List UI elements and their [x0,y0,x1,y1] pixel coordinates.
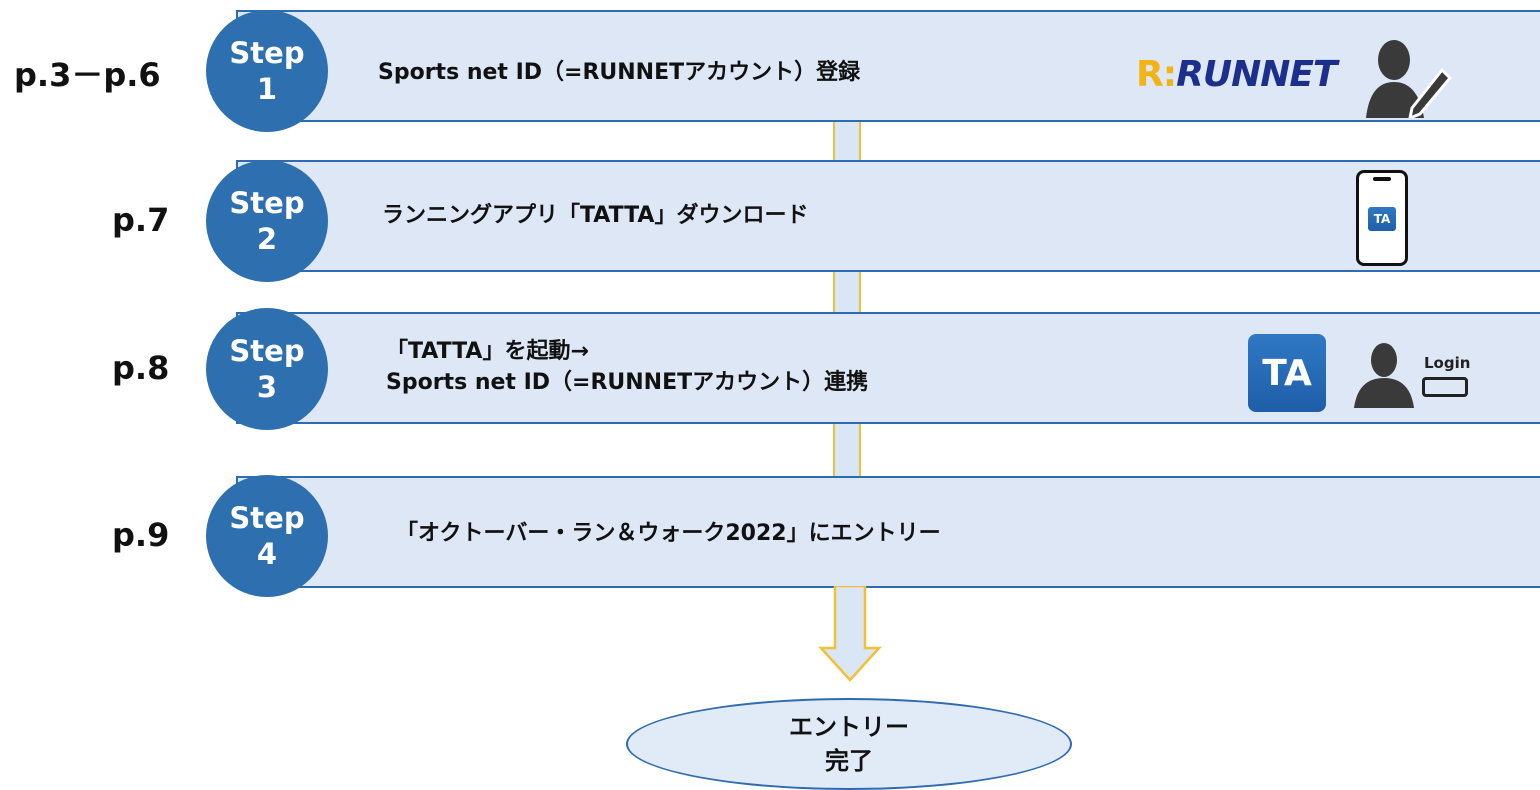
step-1-number: 1 [256,72,278,106]
tatta-large-label: TA [1262,352,1312,394]
connector-1-2 [833,122,861,164]
runnet-logo-text: RUNNET [1176,54,1337,95]
tatta-app-icon: TA [1248,334,1326,412]
step-4-page-ref: p.9 [112,516,170,554]
completion-ellipse: エントリー 完了 [626,698,1072,790]
step-2-text: ランニングアプリ「TATTA」ダウンロード [382,200,808,231]
step-3-page-ref: p.8 [112,349,170,387]
connector-3-4 [833,424,861,476]
step-3-text: 「TATTA」を起動→ Sports net ID（=RUNNETアカウント）連… [386,336,868,398]
step-2-number: 2 [256,222,278,256]
tatta-small-label: TA [1373,212,1391,226]
step-2-page-ref: p.7 [112,201,170,239]
step-3-badge: Step 3 [206,308,328,430]
step-2-line-1: ランニングアプリ「TATTA」ダウンロード [382,203,809,228]
step-1-word: Step [229,36,305,70]
user-edit-icon [1362,38,1453,122]
step-1-bar [236,10,1540,122]
step-3-word: Step [229,334,305,368]
runnet-logo: R:RUNNET [1136,54,1337,95]
step-1-page-ref: p.3－p.6 [14,56,161,94]
step-1-text: Sports net ID（=RUNNETアカウント）登録 [378,57,860,88]
completion-line-1: エントリー [789,713,909,741]
completion-line-2: 完了 [825,747,873,775]
step-3-line-1: 「TATTA」を起動→ [386,339,589,364]
login-label: Login [1424,354,1471,372]
connector-2-3 [833,272,861,318]
step-4-badge: Step 4 [206,475,328,597]
smartphone-icon: TA [1356,170,1408,266]
step-4-number: 4 [256,537,278,571]
user-login-icon [1350,342,1420,412]
step-1-line-1: Sports net ID（=RUNNETアカウント）登録 [378,60,861,85]
step-2-bar [236,160,1540,272]
step-4-line-1: 「オクトーバー・ラン＆ウォーク2022」にエントリー [396,521,941,546]
step-1-badge: Step 1 [206,10,328,132]
step-2-badge: Step 2 [206,160,328,282]
step-3-number: 3 [256,370,278,404]
step-4-bar [236,476,1540,588]
down-arrow-icon [818,584,882,686]
step-3-line-2: Sports net ID（=RUNNETアカウント）連携 [386,370,869,395]
login-field-icon [1422,377,1468,397]
step-2-word: Step [229,186,305,220]
step-4-text: 「オクトーバー・ラン＆ウォーク2022」にエントリー [396,518,941,549]
tatta-small-icon: TA [1368,207,1396,231]
step-4-word: Step [229,501,305,535]
